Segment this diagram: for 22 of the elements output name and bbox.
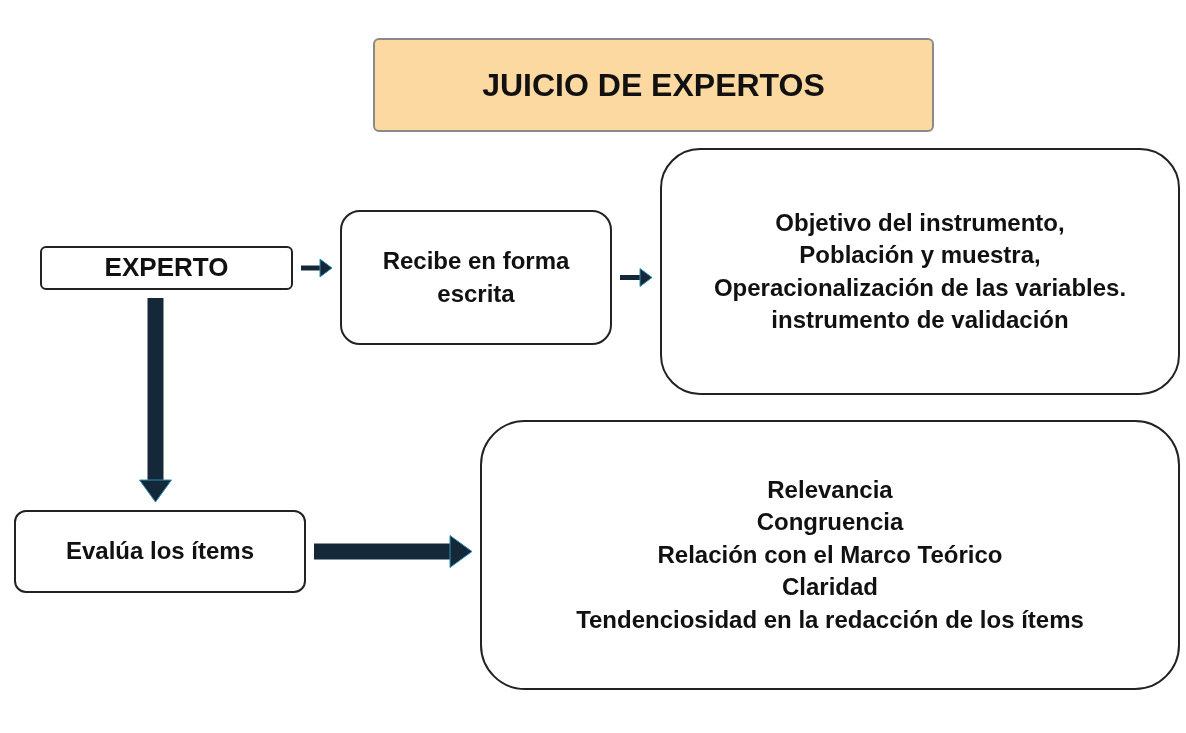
arrow xyxy=(301,258,333,278)
process-box xyxy=(14,510,306,593)
arrow xyxy=(139,298,172,503)
process-box xyxy=(340,210,612,345)
process-box xyxy=(40,246,293,290)
arrow xyxy=(314,535,473,568)
box-text: Población y muestra, xyxy=(799,240,1041,271)
box-text: Operacionalización de las variables. xyxy=(713,272,1127,303)
arrow xyxy=(620,268,653,287)
box-text: Evalúa los ítems xyxy=(65,536,255,567)
box-text: Objetivo del instrumento, xyxy=(775,207,1065,238)
box-text: EXPERTO xyxy=(104,251,229,285)
box-text: Relación con el Marco Teórico xyxy=(657,539,1003,570)
process-box xyxy=(480,420,1180,690)
box-text: Claridad xyxy=(782,572,878,603)
box-text: Congruencia xyxy=(756,507,904,538)
box-text: Relevancia xyxy=(767,475,893,505)
box-text: instrumento de validación xyxy=(771,304,1069,335)
process-box xyxy=(660,148,1180,395)
box-text: Tendenciosidad en la redacción de los ítems xyxy=(576,604,1084,635)
title: JUICIO DE EXPERTOS xyxy=(482,66,825,104)
box-text: Recibe en forma escrita xyxy=(381,246,571,309)
